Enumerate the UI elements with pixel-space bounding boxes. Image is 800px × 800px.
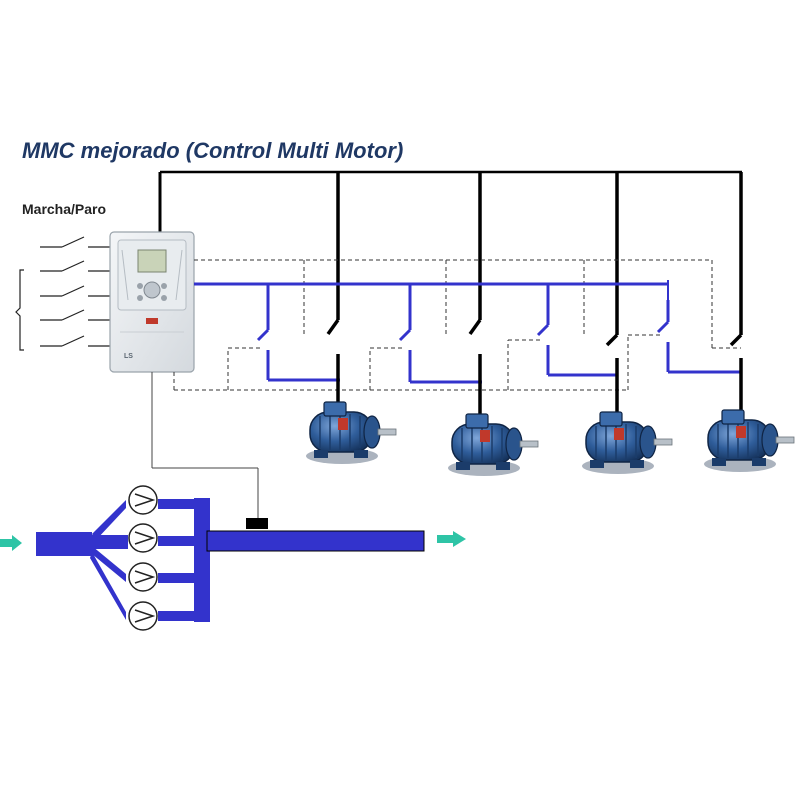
- hydraulic-piping: [36, 498, 425, 622]
- outlet-flow-arrow: [437, 531, 466, 547]
- motor-1: [305, 401, 397, 465]
- variable-frequency-drive: LS: [109, 231, 195, 373]
- motor-3: [581, 411, 673, 475]
- start-stop-label: Marcha/Paro: [22, 201, 106, 217]
- pump-4: [128, 601, 158, 631]
- diagram-title: MMC mejorado (Control Multi Motor): [22, 138, 403, 163]
- drive-output-bus: [194, 280, 670, 330]
- inlet-flow-arrow: [0, 535, 22, 551]
- input-switches: [15, 236, 110, 351]
- drive-contactors: [256, 320, 742, 384]
- pump-2: [128, 523, 158, 553]
- control-wiring-dashed: [173, 259, 741, 391]
- drive-brand-logo: LS: [124, 353, 133, 360]
- pump-1: [128, 485, 158, 515]
- power-bus: [158, 170, 743, 335]
- motor-2: [447, 413, 539, 477]
- motor-4: [703, 409, 795, 473]
- pressure-sensor-line: [151, 372, 259, 518]
- pressure-sensor: [246, 518, 268, 529]
- line-contactors: [326, 318, 743, 416]
- pump-3: [128, 562, 158, 592]
